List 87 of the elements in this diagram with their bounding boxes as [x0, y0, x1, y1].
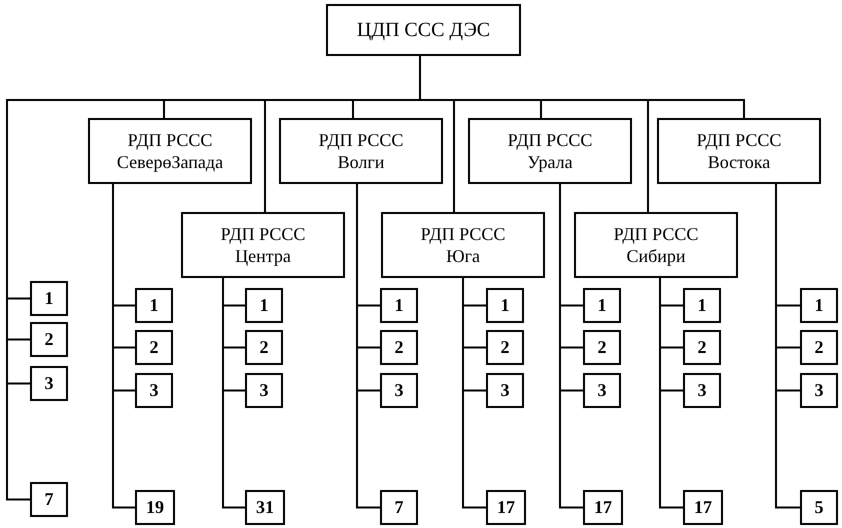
box-label: РДП РССС Востока: [696, 129, 782, 173]
process-box: [683, 330, 721, 365]
box-label: 1: [260, 295, 268, 316]
box-label: 2: [500, 337, 510, 358]
process-box: [583, 490, 623, 525]
box-label: 3: [814, 380, 824, 401]
process-box: [683, 288, 721, 323]
box-label: 2: [150, 337, 158, 358]
box-label: 3: [500, 380, 510, 401]
box-label: 2: [598, 337, 606, 358]
process-box: [380, 373, 418, 408]
process-box: [486, 490, 526, 525]
box-label: 3: [44, 373, 54, 394]
process-box: [245, 373, 283, 408]
process-box: [583, 288, 621, 323]
process-box: [468, 118, 632, 184]
box-label: 2: [698, 337, 706, 358]
connector-line: [356, 184, 380, 508]
process-box: [486, 330, 524, 365]
box-label: 1: [500, 295, 510, 316]
box-label: РДП РССС Урала: [506, 129, 594, 173]
connector-line: [112, 184, 135, 508]
box-label: РДП РССС СеверөЗапада: [116, 129, 224, 173]
connector-line: [222, 278, 245, 508]
process-box: [800, 330, 838, 365]
box-label: 1: [814, 295, 824, 316]
process-box: [245, 288, 283, 323]
box-label: 3: [698, 380, 706, 401]
box-label: РДП РССС Юга: [420, 223, 506, 267]
process-box: [135, 373, 173, 408]
box-label: 2: [394, 337, 404, 358]
box-label: 31: [256, 497, 274, 518]
process-box: [326, 4, 521, 56]
connector-line: [659, 278, 683, 508]
box-label: 17: [694, 497, 712, 518]
box-label: 1: [150, 295, 158, 316]
box-label: ЦДП ССС ДЭС: [356, 18, 490, 42]
process-box: [574, 212, 738, 278]
process-box: [181, 212, 345, 278]
process-box: [279, 118, 443, 184]
connector-line: [462, 278, 486, 508]
process-box: [486, 288, 524, 323]
process-box: [88, 118, 252, 184]
box-label: 3: [598, 380, 606, 401]
connector-line: [559, 184, 583, 508]
process-box: [683, 373, 721, 408]
process-box: [30, 482, 68, 517]
process-box: [381, 212, 545, 278]
box-label: 7: [44, 489, 54, 510]
process-box: [683, 490, 723, 525]
box-label: 3: [260, 380, 268, 401]
process-box: [800, 288, 838, 323]
process-box: [657, 118, 821, 184]
box-label: 7: [394, 497, 404, 518]
process-box: [30, 281, 68, 316]
box-label: 2: [44, 329, 54, 350]
process-box: [135, 330, 173, 365]
box-label: 17: [594, 497, 612, 518]
process-box: [380, 288, 418, 323]
box-label: 1: [394, 295, 404, 316]
box-label: РДП РССС Волги: [318, 129, 404, 173]
process-box: [486, 373, 524, 408]
process-box: [380, 490, 418, 525]
process-box: [245, 330, 283, 365]
box-label: 3: [394, 380, 404, 401]
process-box: [135, 490, 175, 525]
box-label: 2: [814, 337, 824, 358]
process-box: [245, 490, 285, 525]
process-box: [30, 322, 68, 357]
box-label: 17: [497, 497, 515, 518]
process-box: [800, 373, 838, 408]
box-label: РДП РССС Сибири: [612, 223, 700, 267]
connector-line: [775, 184, 800, 508]
process-box: [135, 288, 173, 323]
box-label: 1: [698, 295, 706, 316]
box-label: 1: [598, 295, 606, 316]
process-box: [800, 490, 838, 525]
box-label: 2: [260, 337, 268, 358]
box-label: 19: [146, 497, 164, 518]
box-label: 1: [44, 288, 54, 309]
box-label: РДП РССС Центра: [220, 223, 306, 267]
box-label: 5: [814, 497, 824, 518]
box-label: 3: [150, 380, 158, 401]
process-box: [583, 330, 621, 365]
process-box: [380, 330, 418, 365]
process-box: [30, 366, 68, 401]
process-box: [583, 373, 621, 408]
